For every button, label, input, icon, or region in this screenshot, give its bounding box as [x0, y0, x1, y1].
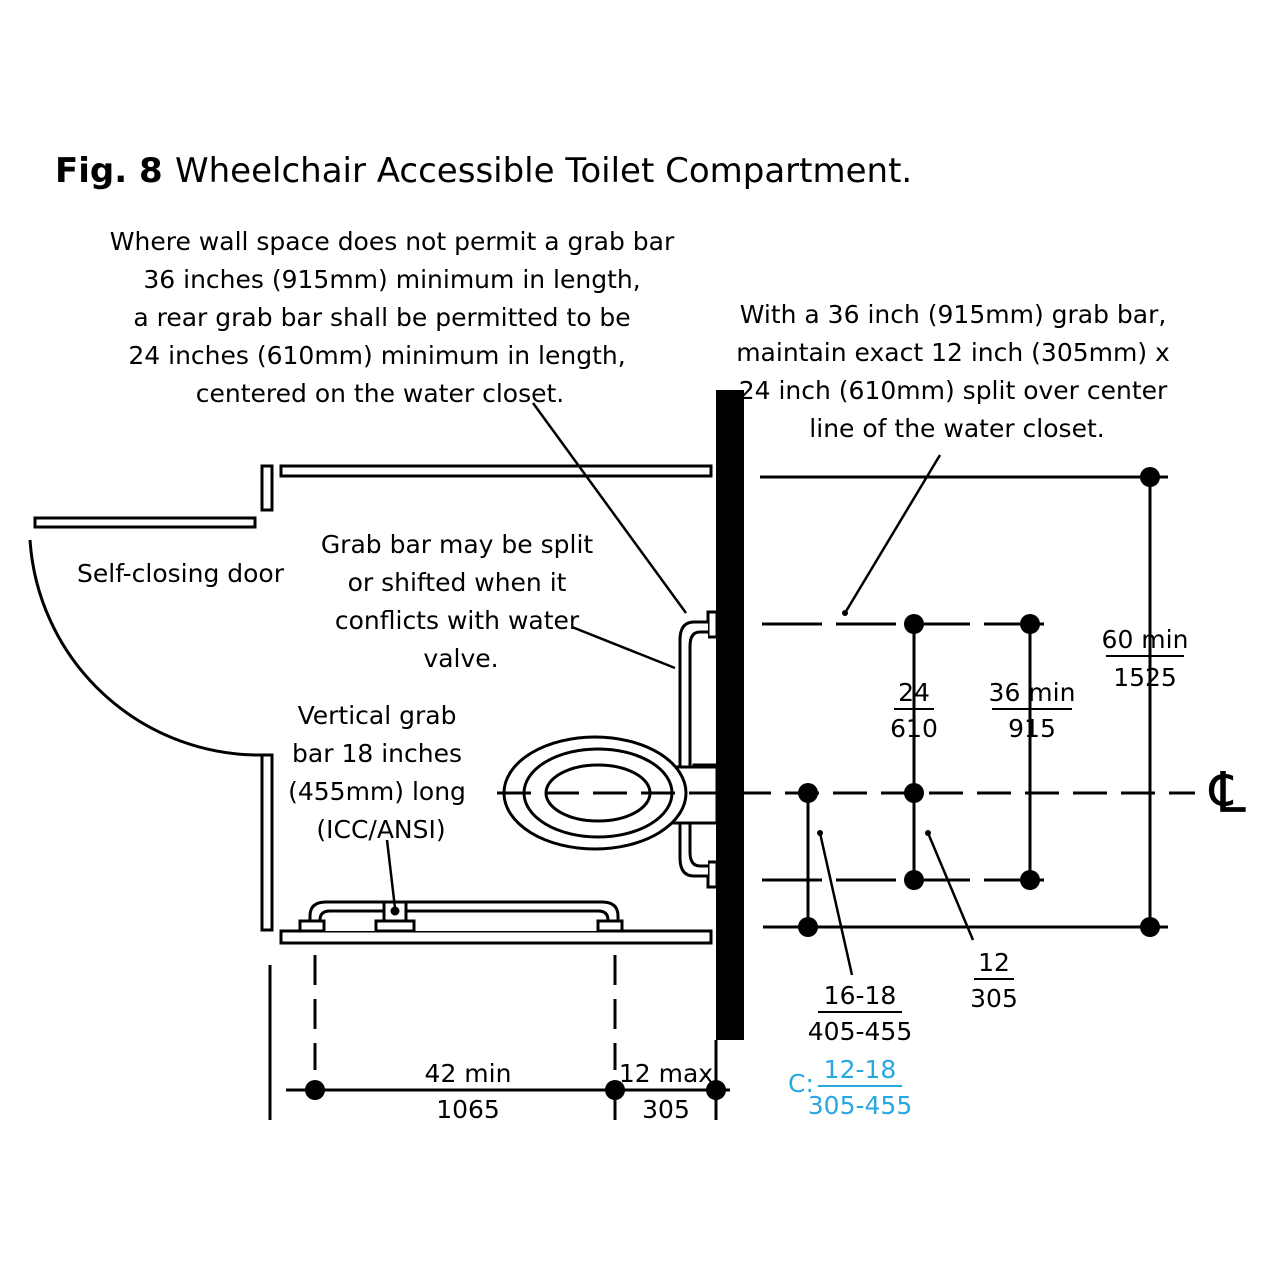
leader-lines: [385, 402, 975, 976]
dimension-dots: [305, 467, 1160, 1100]
note-rear-grab-bar: Where wall space does not permit a grab …: [110, 227, 682, 408]
dim-42: 42 min 1065: [425, 1059, 512, 1124]
svg-text:12 max: 12 max: [619, 1059, 713, 1088]
rear-grab-bar: [678, 610, 719, 889]
svg-text:305: 305: [642, 1095, 690, 1124]
svg-text:36 min: 36 min: [989, 678, 1076, 707]
svg-text:305: 305: [970, 984, 1018, 1013]
svg-text:12-18: 12-18: [824, 1055, 897, 1084]
dim-36: 36 min 915: [989, 678, 1076, 743]
svg-text:405-455: 405-455: [808, 1017, 912, 1046]
figure-title: Wheelchair Accessible Toilet Compartment…: [175, 151, 912, 191]
dim-c-12-18: C: 12-18 305-455: [788, 1055, 912, 1120]
dim-24: 24 610: [890, 678, 938, 743]
svg-text:305-455: 305-455: [808, 1091, 912, 1120]
door-swing-arc: [28, 539, 263, 757]
dimension-lines-bottom: [268, 955, 730, 1120]
svg-text:42 min: 42 min: [425, 1059, 512, 1088]
partition-stub-top: [260, 464, 274, 512]
svg-text:1065: 1065: [436, 1095, 500, 1124]
note-vertical-grab-bar: Vertical grab bar 18 inches (455mm) long…: [288, 701, 474, 844]
svg-text:60 min: 60 min: [1102, 625, 1189, 654]
note-door: Self-closing door: [77, 559, 285, 588]
figure-number: Fig. 8: [55, 151, 163, 191]
dim-60: 60 min 1525: [1102, 625, 1189, 692]
top-partition: [279, 464, 713, 478]
door-wall: [33, 516, 257, 529]
svg-text:16-18: 16-18: [824, 981, 897, 1010]
svg-text:915: 915: [1008, 714, 1056, 743]
note-split: With a 36 inch (915mm) grab bar, maintai…: [736, 300, 1178, 443]
dim-12: 12 305: [970, 948, 1018, 1013]
front-partition: [260, 753, 274, 932]
svg-text:1525: 1525: [1113, 663, 1177, 692]
centerline-symbol: ℄: [1208, 761, 1246, 826]
dim-12-max: 12 max 305: [619, 1059, 713, 1124]
dimension-lines-right: [497, 475, 1195, 929]
svg-text:C:: C:: [788, 1069, 814, 1098]
walls: [33, 390, 744, 1040]
side-grab-bar: [298, 900, 624, 933]
svg-text:24: 24: [898, 678, 930, 707]
back-wall: [716, 390, 744, 1040]
note-shift: Grab bar may be split or shifted when it…: [321, 530, 601, 673]
dim-16-18: 16-18 405-455: [808, 981, 912, 1046]
svg-text:12: 12: [978, 948, 1010, 977]
bottom-partition: [279, 929, 713, 945]
svg-text:610: 610: [890, 714, 938, 743]
